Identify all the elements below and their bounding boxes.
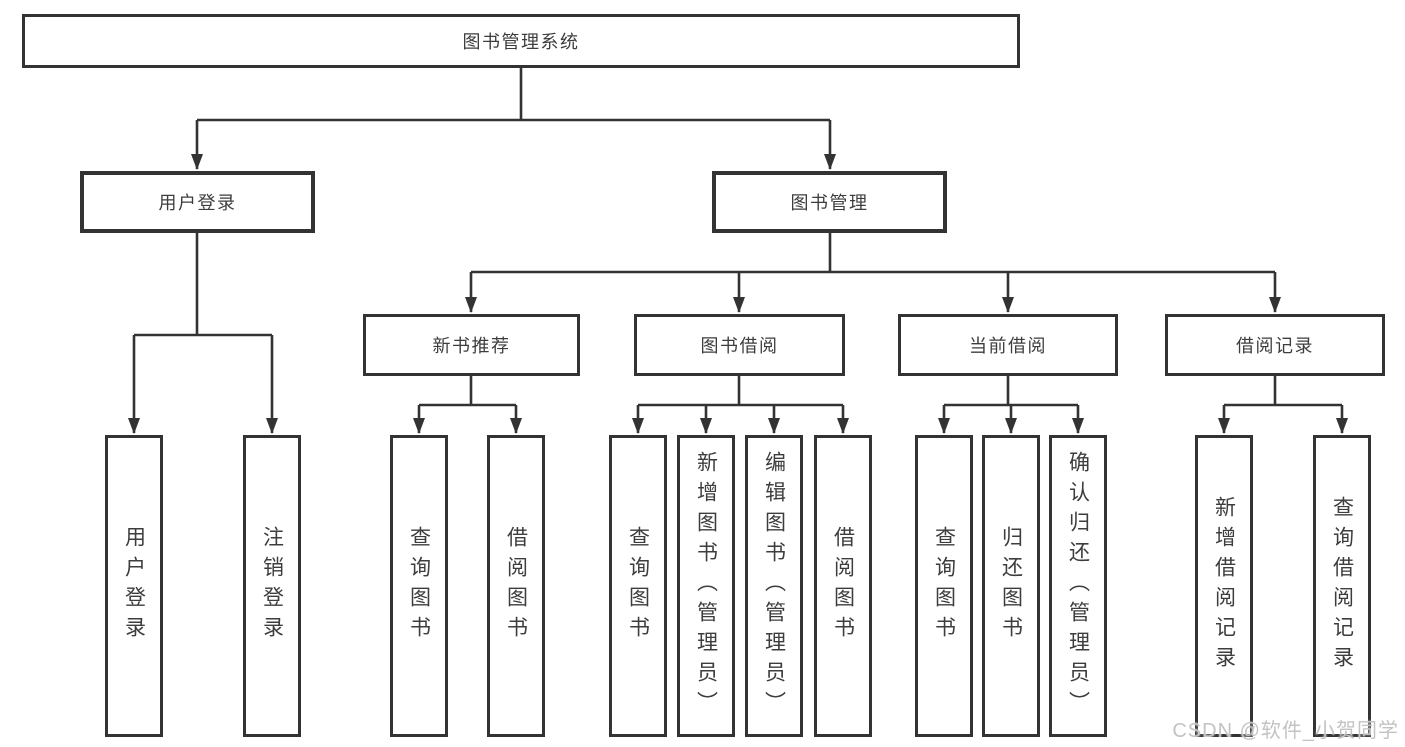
node-leaf-query-borrow-record: 查询借阅记录: [1313, 435, 1371, 737]
node-leaf-query-books-2: 查询图书: [609, 435, 667, 737]
node-leaf-add-book-admin: 新增图书（管理员）: [677, 435, 735, 737]
node-leaf-user-login: 用户登录: [105, 435, 163, 737]
node-label: 用户登录: [122, 526, 146, 646]
node-user-login: 用户登录: [80, 171, 315, 233]
node-new-book-recommend: 新书推荐: [363, 314, 580, 376]
node-label: 确认归还（管理员）: [1066, 451, 1090, 721]
node-leaf-query-books-3: 查询图书: [915, 435, 973, 737]
node-label: 查询图书: [626, 526, 650, 646]
node-library-management-system: 图书管理系统: [22, 14, 1020, 68]
node-label: 查询图书: [407, 526, 431, 646]
node-leaf-borrow-books-1: 借阅图书: [487, 435, 545, 737]
node-leaf-add-borrow-record: 新增借阅记录: [1195, 435, 1253, 737]
node-book-borrow: 图书借阅: [634, 314, 845, 376]
node-leaf-edit-book-admin: 编辑图书（管理员）: [745, 435, 803, 737]
node-leaf-return-book: 归还图书: [982, 435, 1040, 737]
node-current-borrow: 当前借阅: [898, 314, 1118, 376]
node-label: 新增图书（管理员）: [694, 451, 718, 721]
node-borrow-records: 借阅记录: [1165, 314, 1385, 376]
node-label: 借阅图书: [504, 526, 528, 646]
node-label: 编辑图书（管理员）: [762, 451, 786, 721]
node-label: 注销登录: [260, 526, 284, 646]
node-leaf-borrow-books-2: 借阅图书: [814, 435, 872, 737]
node-book-management: 图书管理: [712, 171, 947, 233]
csdn-watermark: CSDN @软件_小贺同学: [1172, 720, 1399, 742]
node-label: 查询借阅记录: [1330, 496, 1354, 676]
node-label: 借阅图书: [831, 526, 855, 646]
node-label: 归还图书: [999, 526, 1023, 646]
node-leaf-logout: 注销登录: [243, 435, 301, 737]
node-leaf-query-books-1: 查询图书: [390, 435, 448, 737]
node-label: 新增借阅记录: [1212, 496, 1236, 676]
node-leaf-confirm-return-admin: 确认归还（管理员）: [1049, 435, 1107, 737]
node-label: 查询图书: [932, 526, 956, 646]
